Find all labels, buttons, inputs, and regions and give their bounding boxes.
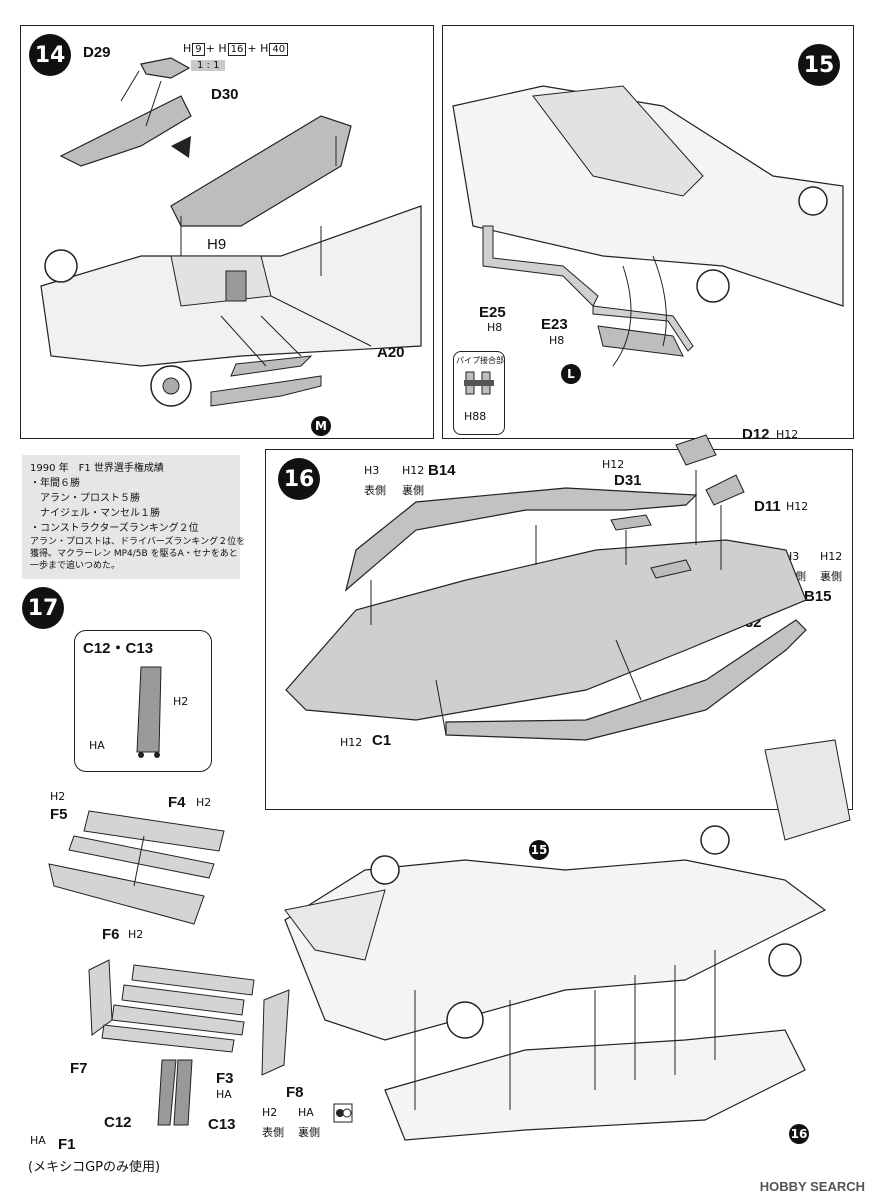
part-h9-label: H9	[207, 236, 227, 253]
decal-icon	[333, 1103, 353, 1123]
part-d30-label: D30	[211, 86, 239, 103]
part-f7-label: F7	[70, 1060, 88, 1077]
f8-front-side: 表側	[262, 1126, 284, 1139]
final-assembly-illustration	[284, 739, 851, 1141]
note-title: 1990 年 F1 世界選手権成績	[30, 463, 164, 474]
note-line: ナイジェル・マンセル１勝	[30, 508, 160, 519]
note-line: 獲得。マクラーレン MP4/5B を駆るA・セナをあと	[30, 549, 238, 559]
marker-m: M	[311, 416, 331, 436]
note-line: ・年間６勝	[30, 478, 80, 489]
part-f5-label: F5	[50, 806, 68, 823]
c12-c13-title: C12・C13	[83, 640, 154, 657]
c12-c13-illustration	[136, 666, 162, 758]
b14-back-side: 裏側	[402, 484, 424, 497]
d31-color: H12	[602, 458, 625, 471]
part-c1-color: H12	[340, 736, 363, 749]
step-16-panel: 16 H3 H12 B14 表側 裏側 H12 D31 D12 H12 D11 …	[265, 426, 853, 810]
part-f3-label: F3	[216, 1070, 234, 1087]
part-d12-label: D12	[742, 426, 770, 443]
f4-color: H2	[196, 796, 212, 809]
c12-c13-inset: C12・C13 H2 HA	[74, 630, 212, 772]
rear-wing-lower-illustration	[88, 959, 290, 1126]
part-b15-label: B15	[804, 588, 832, 605]
part-d31-label: D31	[614, 472, 642, 489]
part-e25-label: E25	[479, 304, 506, 321]
marker-l: L	[561, 364, 581, 384]
part-c1-label: C1	[372, 732, 392, 749]
rear-wing-upper-illustration	[48, 810, 225, 925]
part-b14-label: B14	[428, 462, 456, 479]
step-16-badge: 16	[278, 458, 320, 500]
step-14-panel: 14 D29 D30 H9+ H16+ H40 1 : 1 H9 H8 A20 …	[20, 25, 434, 439]
pipe-joint-color: H88	[464, 410, 487, 423]
step-15-badge: 15	[798, 44, 840, 86]
c12-c13-ha-color: HA	[89, 739, 105, 752]
f3-color: HA	[216, 1088, 232, 1101]
part-e25-color: H8	[487, 321, 503, 334]
f1-note: (メキシコGPのみ使用)	[28, 1160, 161, 1175]
b14-h12-color: H12	[402, 464, 425, 477]
part-f8-label: F8	[286, 1084, 304, 1101]
part-d11-label: D11	[754, 498, 781, 515]
pipe-joint-icon	[464, 371, 494, 395]
part-f6-label: F6	[102, 926, 120, 943]
note-line: 一歩まで追いつめた。	[30, 561, 121, 571]
part-f1-label: F1	[58, 1136, 76, 1153]
b14-front-side: 表側	[364, 484, 386, 497]
final-assembly-area: 15 16	[265, 720, 853, 1165]
f8-ha-color: HA	[298, 1106, 314, 1119]
season-result-note: 1990 年 F1 世界選手権成績 ・年間６勝 アラン・プロスト５勝 ナイジェル…	[22, 455, 246, 579]
f8-back-side: 裏側	[298, 1126, 320, 1139]
ref-step-16-marker: 16	[789, 1124, 809, 1144]
f6-color: H2	[128, 928, 144, 941]
part-e23-color: H8	[549, 334, 565, 347]
part-e23-label: E23	[541, 316, 568, 333]
b15-back-side: 裏側	[820, 570, 842, 583]
pipe-joint-title: パイプ接合部	[456, 356, 504, 365]
step-15-illustration	[452, 85, 844, 367]
step-14-illustration	[40, 57, 422, 407]
part-d11-color: H12	[786, 500, 809, 513]
b15-h12-color: H12	[820, 550, 843, 563]
note-line: ・コンストラクターズランキング２位	[30, 523, 199, 534]
f8-h2-color: H2	[262, 1106, 278, 1119]
part-f4-label: F4	[168, 794, 186, 811]
step-15-panel: 15 14 E25 H8 E23 H8 L パイプ接合部 H88	[442, 25, 854, 439]
f5-color: H2	[50, 790, 66, 803]
part-c12-label: C12	[104, 1114, 132, 1131]
part-d12-color: H12	[776, 428, 799, 441]
color-mix-ratio: 1 : 1	[191, 58, 226, 71]
f1-color: HA	[30, 1134, 46, 1147]
b14-h3-color: H3	[364, 464, 380, 477]
part-c13-label: C13	[208, 1116, 236, 1133]
step-14-badge: 14	[29, 34, 71, 76]
watermark: HOBBY SEARCH	[759, 1179, 865, 1194]
pipe-joint-inset: パイプ接合部 H88	[453, 351, 505, 435]
c12-c13-h2-color: H2	[173, 695, 189, 708]
note-line: アラン・プロスト５勝	[30, 493, 140, 504]
ref-step-15-marker: 15	[529, 840, 549, 860]
part-d29-label: D29	[83, 44, 111, 61]
step-16-illustration	[285, 434, 807, 741]
note-line: アラン・プロストは、ドライバーズランキング２位を	[30, 537, 246, 547]
step-17-badge: 17	[22, 587, 64, 629]
